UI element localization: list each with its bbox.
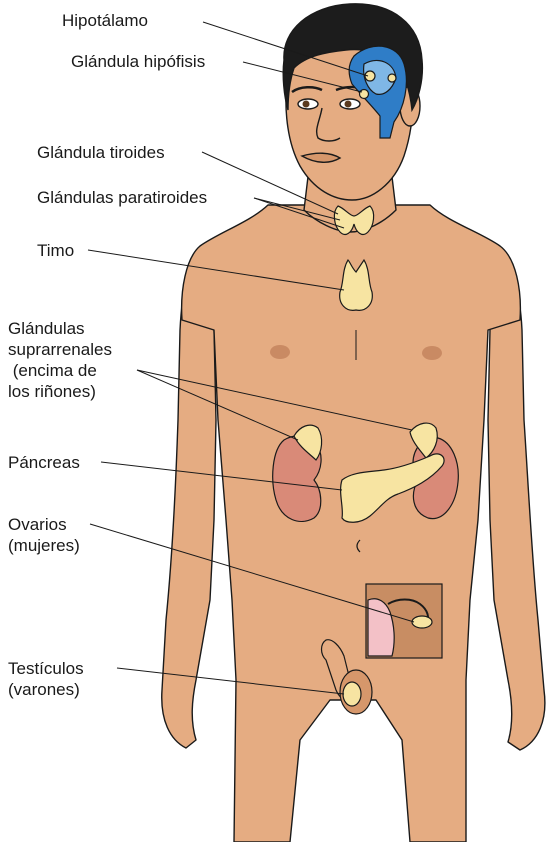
adrenal-label-line3: (encima de: [8, 360, 112, 381]
hypothalamus-label: Hipotálamo: [62, 10, 148, 31]
right-iris: [345, 101, 352, 108]
parathyroid-label: Glándulas paratiroides: [37, 187, 207, 208]
pituitary-dot: [360, 90, 369, 99]
ovaries-label: Ovarios (mujeres): [8, 514, 80, 556]
testes-label-line2: (varones): [8, 679, 84, 700]
adrenal-label: Glándulas suprarrenales (encima de los r…: [8, 318, 112, 402]
adrenal-label-line4: los riñones): [8, 381, 112, 402]
pancreas-label: Páncreas: [8, 452, 80, 473]
ovaries-label-line1: Ovarios: [8, 514, 80, 535]
right-nipple: [422, 346, 442, 360]
adrenal-label-line1: Glándulas: [8, 318, 112, 339]
testes-label-line1: Testículos: [8, 658, 84, 679]
thyroid-label: Glándula tiroides: [37, 142, 165, 163]
testis: [343, 682, 361, 706]
pituitary-label: Glándula hipófisis: [71, 51, 205, 72]
ovaries-label-line2: (mujeres): [8, 535, 80, 556]
left-iris: [303, 101, 310, 108]
pineal-dot: [388, 74, 396, 82]
ovary: [412, 616, 432, 628]
left-nipple: [270, 345, 290, 359]
testes-label: Testículos (varones): [8, 658, 84, 700]
thymus-label: Timo: [37, 240, 74, 261]
adrenal-label-line2: suprarrenales: [8, 339, 112, 360]
